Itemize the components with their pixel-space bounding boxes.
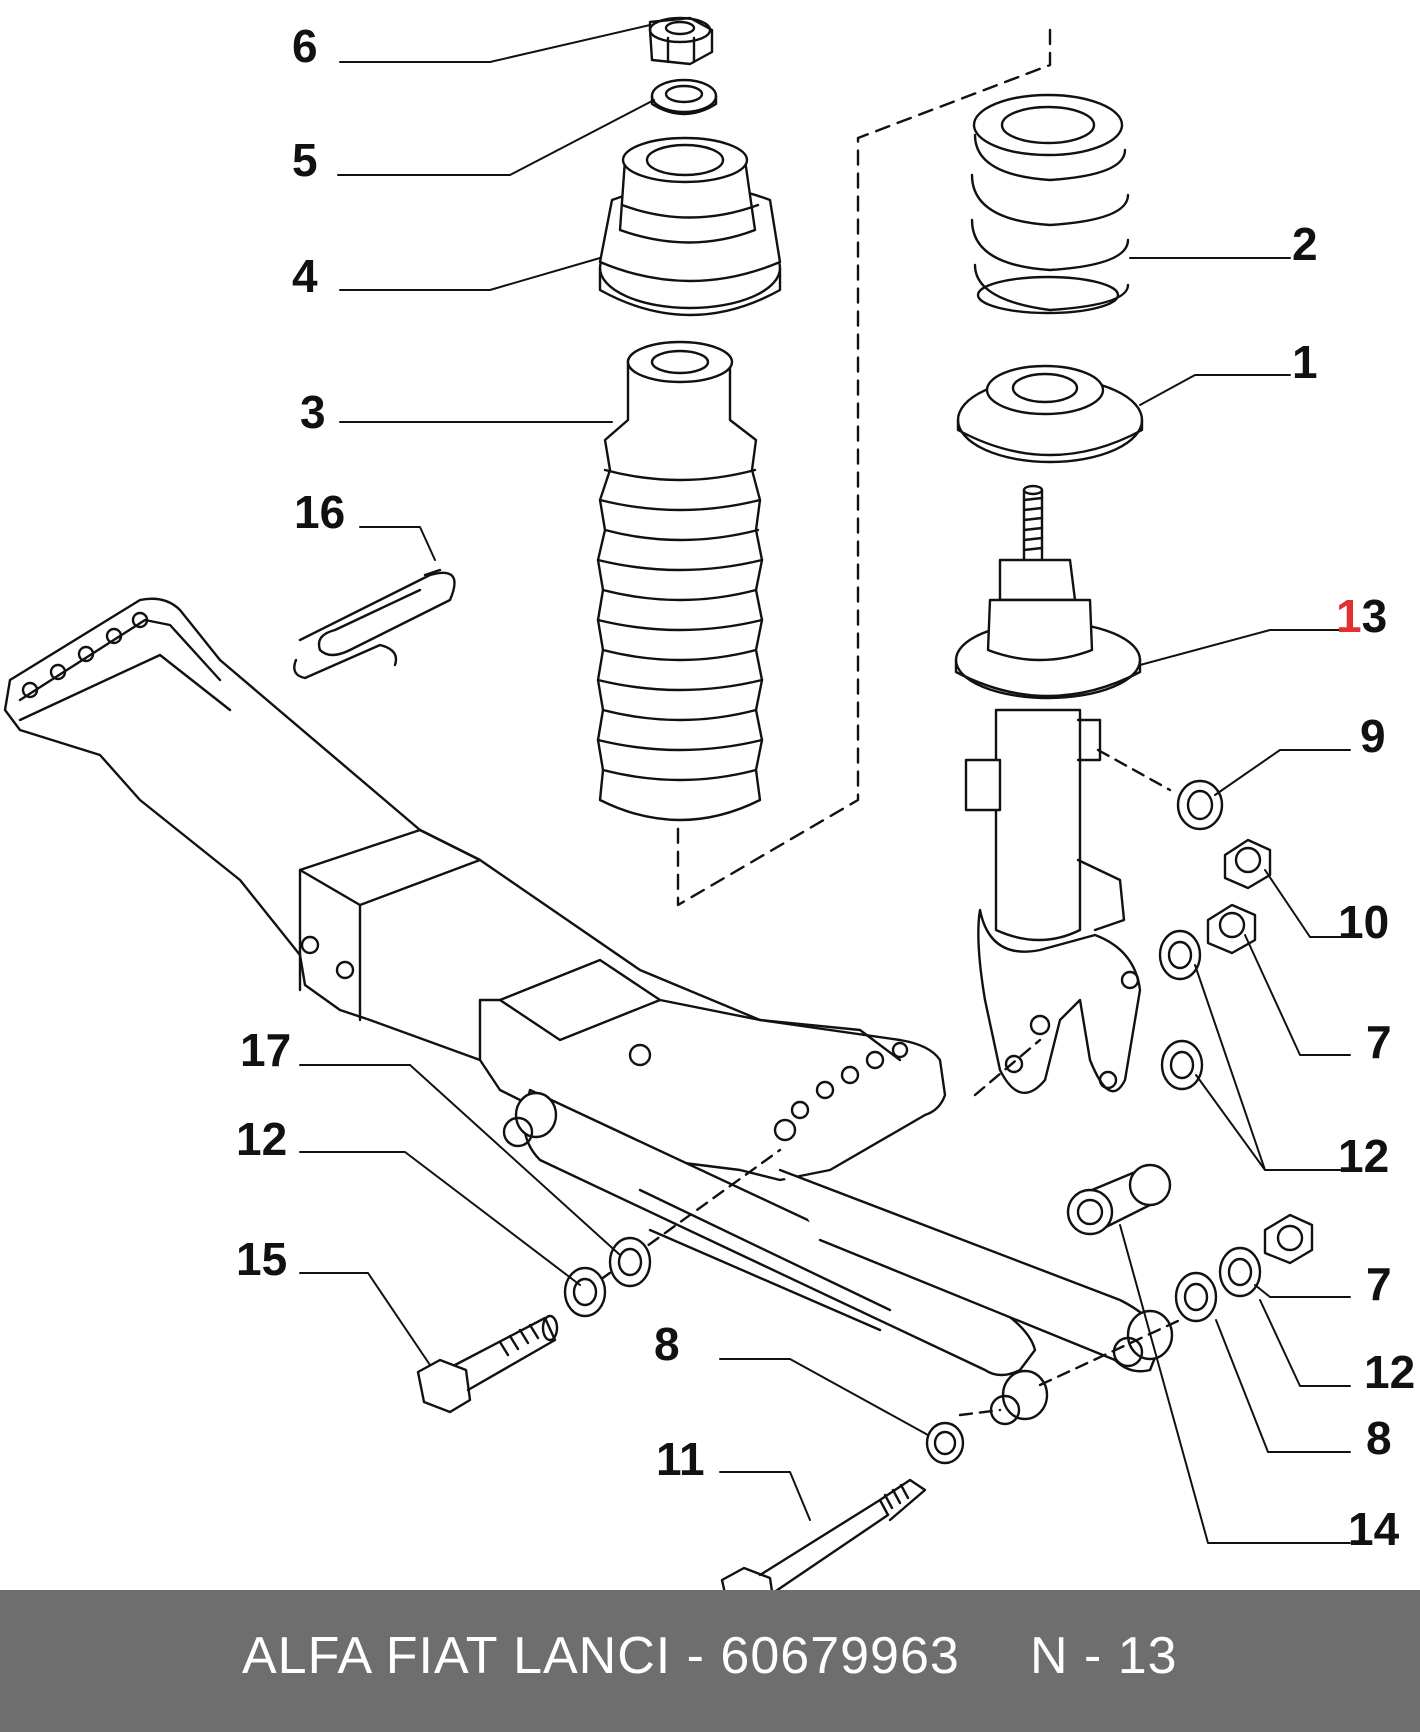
callout-4: 4	[292, 250, 318, 302]
callout-8-left: 8	[654, 1318, 680, 1370]
part-14-bushing	[1066, 1163, 1172, 1236]
callout-7-lower: 7	[1366, 1258, 1392, 1310]
callout-2: 2	[1292, 218, 1318, 270]
callout-12-left: 12	[236, 1113, 287, 1165]
callout-9: 9	[1360, 710, 1386, 762]
footer-brand-part-number: ALFA FIAT LANCI - 60679963	[242, 1627, 960, 1685]
assembly-dashed-line	[676, 28, 1052, 907]
callout-8-right: 8	[1366, 1412, 1392, 1464]
part-11-bolt	[720, 1478, 927, 1590]
nuts	[1206, 838, 1314, 1265]
part-4-upper-mount	[598, 136, 782, 317]
callout-labels: 6 5 4 3 16 2 1 13 9 10 7 12 7 12 8 14 17…	[236, 20, 1415, 1555]
callout-12-right-lower: 12	[1364, 1346, 1415, 1398]
footer-diagram-reference: N - 13	[1030, 1627, 1178, 1685]
callout-6: 6	[292, 20, 318, 72]
callout-11: 11	[656, 1433, 705, 1485]
callout-3: 3	[300, 386, 326, 438]
callout-7-upper: 7	[1366, 1016, 1392, 1068]
callout-1: 1	[1292, 336, 1318, 388]
callout-10: 10	[1338, 896, 1389, 948]
callout-16: 16	[294, 486, 345, 538]
suspension-exploded-diagram: 6 5 4 3 16 2 1 13 9 10 7 12 7 12 8 14 17…	[3, 16, 1415, 1590]
trailing-arms	[502, 1088, 1182, 1426]
callout-17: 17	[240, 1024, 291, 1076]
leader-lines	[299, 24, 1351, 1544]
footer-bar: ALFA FIAT LANCI - 60679963 N - 13	[0, 1590, 1420, 1732]
part-6-nut	[648, 16, 714, 66]
part-1-spring-seat	[956, 364, 1144, 464]
part-16-clip	[293, 568, 456, 680]
crossmember-subframe	[3, 597, 947, 1182]
part-15-bolt	[416, 1314, 559, 1414]
part-13-shock-absorber	[954, 484, 1172, 1097]
part-5-washer	[650, 78, 718, 116]
callout-15: 15	[236, 1233, 287, 1285]
part-3-bellows	[596, 340, 764, 822]
callout-13: 13	[1336, 590, 1387, 642]
part-2-coil-spring	[970, 93, 1130, 315]
callout-14: 14	[1348, 1503, 1400, 1555]
callout-5: 5	[292, 134, 318, 186]
callout-12-right-upper: 12	[1338, 1130, 1389, 1182]
